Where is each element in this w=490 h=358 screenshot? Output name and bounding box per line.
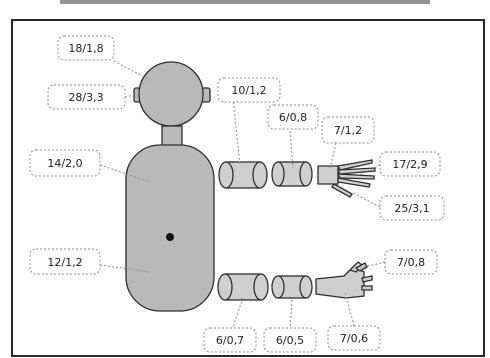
label-forearm: 6/0,8	[268, 105, 318, 129]
label-fingers-lower: 25/3,1	[380, 196, 444, 220]
label-trunk-lower: 12/1,2	[30, 249, 100, 274]
forearm-segment	[272, 162, 312, 186]
foot-segment	[316, 262, 372, 298]
head	[134, 62, 210, 126]
label-upper-arm-text: 10/1,2	[231, 84, 266, 97]
label-fingers-upper: 17/2,9	[380, 152, 440, 176]
label-trunk-upper: 14/2,0	[30, 150, 100, 176]
label-upper-arm: 10/1,2	[218, 78, 280, 102]
head-circle	[139, 62, 203, 126]
label-hand: 7/1,2	[322, 117, 374, 143]
label-shin: 6/0,5	[264, 328, 316, 352]
label-hand-text: 7/1,2	[334, 124, 362, 137]
label-foot: 7/0,6	[328, 326, 380, 350]
shin-segment	[272, 276, 312, 298]
label-foot-text: 7/0,6	[340, 332, 368, 345]
thigh-segment	[218, 274, 268, 300]
label-fingers-upper-text: 17/2,9	[392, 158, 427, 171]
upper-arm-segment	[219, 162, 267, 188]
navel-dot	[166, 233, 174, 241]
label-neck: 28/3,3	[48, 85, 125, 109]
label-trunk-lower-text: 12/1,2	[47, 256, 82, 269]
label-fingers-lower-text: 25/3,1	[394, 202, 429, 215]
label-head: 18/1,8	[58, 36, 114, 60]
trunk	[126, 145, 214, 311]
hand-segment	[318, 160, 375, 197]
label-shin-text: 6/0,5	[276, 334, 304, 347]
label-thigh: 6/0,7	[204, 328, 256, 352]
label-trunk-upper-text: 14/2,0	[47, 157, 82, 170]
cropped-text-line	[60, 0, 430, 4]
label-toes: 7/0,8	[385, 250, 437, 274]
label-forearm-text: 6/0,8	[279, 111, 307, 124]
label-toes-text: 7/0,8	[397, 256, 425, 269]
label-thigh-text: 6/0,7	[216, 334, 244, 347]
label-neck-text: 28/3,3	[68, 91, 103, 104]
label-head-text: 18/1,8	[68, 42, 103, 55]
